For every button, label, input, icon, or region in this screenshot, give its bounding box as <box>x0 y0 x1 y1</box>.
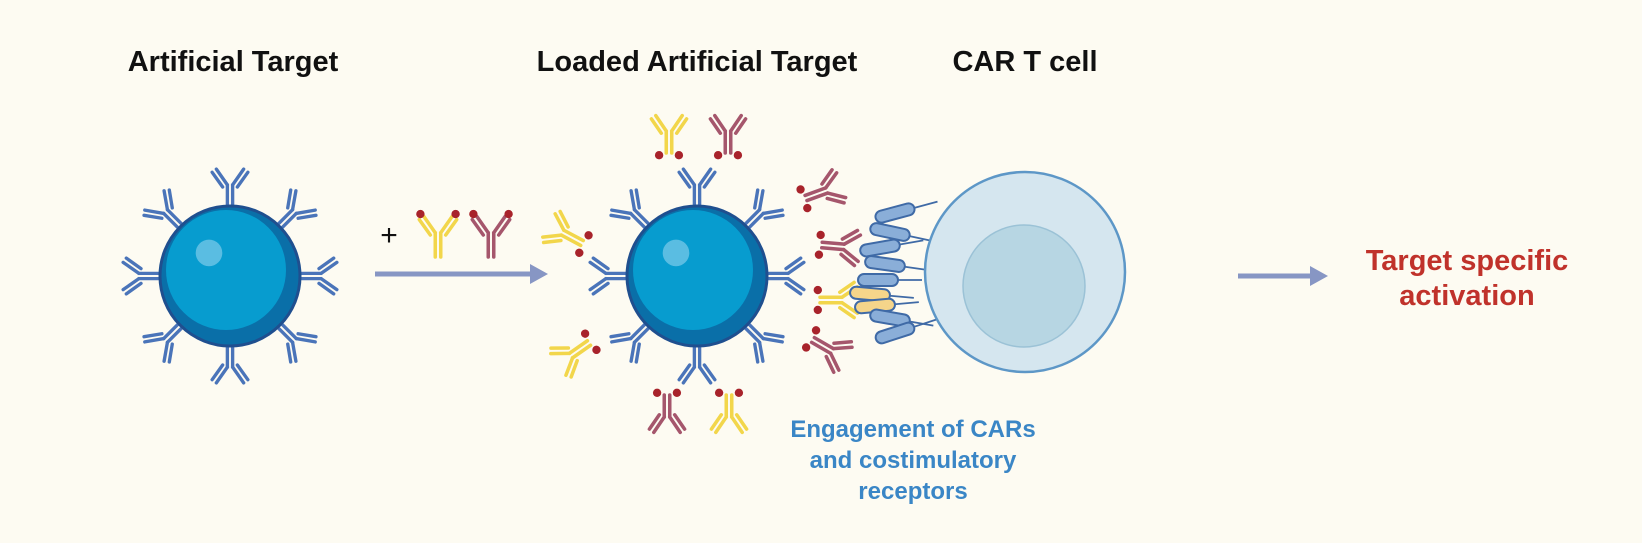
artificial-target-title: Artificial Target <box>127 46 339 78</box>
load-arrow-icon <box>375 264 548 284</box>
capture-antibody-icon <box>296 256 339 296</box>
loaded-antibody-mauve-icon <box>796 168 848 213</box>
loaded-antibody-yellow-icon <box>549 329 601 379</box>
car-receptor-icon <box>874 200 938 224</box>
free-antibody-mauve-icon <box>469 209 513 259</box>
engagement-caption-line-3: receptors <box>858 478 968 505</box>
capture-antibody-icon <box>741 188 785 232</box>
t-cell-icon <box>849 170 1127 374</box>
car-receptor-icon <box>859 238 924 258</box>
bead-highlight <box>166 210 286 330</box>
car-receptor-icon <box>869 308 934 328</box>
loaded-artificial-target-title: Loaded Artificial Target <box>536 46 858 78</box>
bead-shine <box>662 239 690 267</box>
loaded-antibody-mauve-icon <box>708 113 748 160</box>
artificial-target-bead-icon <box>121 167 339 385</box>
capture-antibody-icon <box>142 320 186 364</box>
capture-antibody-icon <box>677 167 717 210</box>
car-t-cell-title: CAR T cell <box>952 46 1098 78</box>
capture-antibody-icon <box>121 256 164 296</box>
capture-antibody-icon <box>210 342 250 385</box>
loaded-antibody-yellow-icon <box>813 280 860 320</box>
capture-antibody-icon <box>741 320 785 364</box>
capture-antibody-icon <box>210 167 250 210</box>
activation-caption-line-1: Target specific <box>1365 245 1569 277</box>
loaded-target-bead-icon <box>541 113 863 435</box>
plus-sign: + <box>380 219 398 252</box>
capture-antibody-icon <box>763 256 806 296</box>
capture-antibody-icon <box>588 256 631 296</box>
loaded-antibody-yellow-icon <box>709 388 749 435</box>
bead-highlight <box>633 210 753 330</box>
capture-antibody-icon <box>274 320 318 364</box>
loaded-antibody-yellow-icon <box>541 209 593 257</box>
loaded-antibody-mauve-icon <box>647 388 687 435</box>
loaded-antibody-yellow-icon <box>649 113 689 160</box>
car-receptor-icon <box>874 318 938 345</box>
loaded-antibody-mauve-icon <box>814 228 863 268</box>
activation-caption: Target specific activation <box>1366 244 1569 314</box>
capture-antibody-icon <box>609 188 653 232</box>
engagement-caption-line-2: and costimulatory <box>809 447 1017 474</box>
engagement-caption: Engagement of CARs and costimulatory rec… <box>790 414 1035 507</box>
capture-antibody-icon <box>677 342 717 385</box>
capture-antibody-icon <box>609 320 653 364</box>
capture-antibody-icon <box>142 188 186 232</box>
car-receptor-icon <box>857 273 922 287</box>
activation-arrow-icon <box>1238 266 1328 286</box>
engagement-caption-line-1: Engagement of CARs <box>790 416 1036 443</box>
car-receptor-icon <box>864 255 929 273</box>
loaded-antibody-mauve-icon <box>801 326 854 375</box>
activation-caption-line-2: activation <box>1399 280 1535 312</box>
free-antibody-yellow-icon <box>416 209 460 259</box>
capture-antibody-icon <box>274 188 318 232</box>
bead-shine <box>195 239 223 267</box>
cell-nucleus <box>962 224 1086 348</box>
